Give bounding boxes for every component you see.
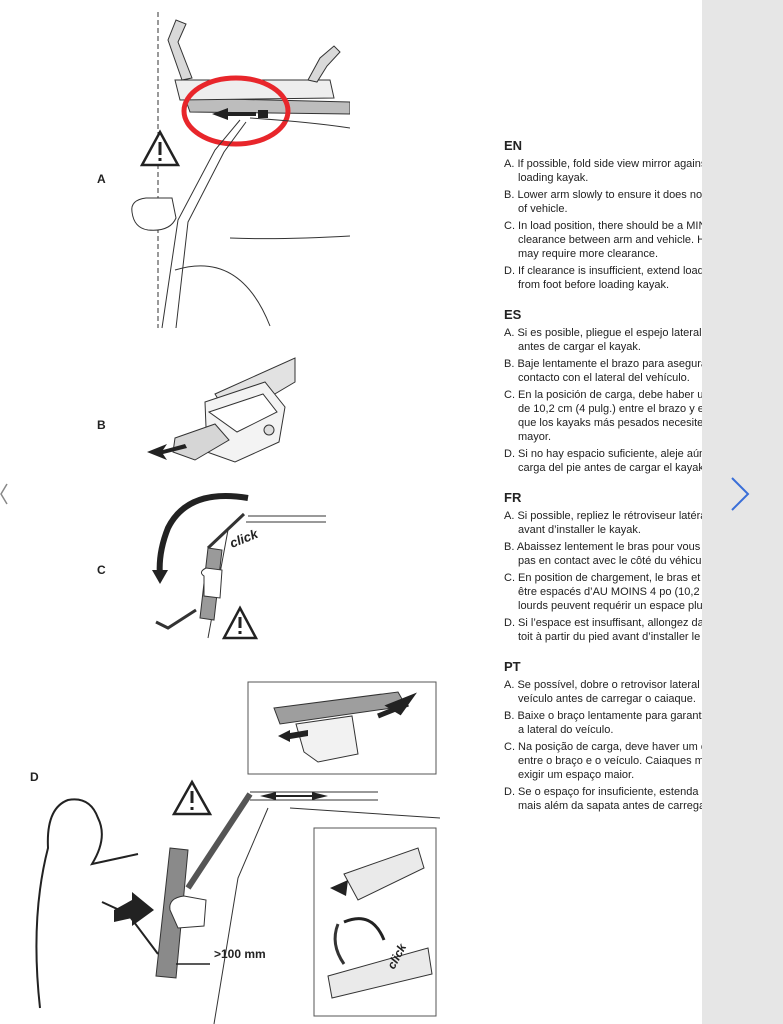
figure-c-label: C: [97, 563, 106, 577]
clearance-label: >100 mm: [214, 947, 266, 961]
instruction-item: A. Si es posible, pliegue el espejo late…: [504, 327, 745, 353]
instruction-item: D. If clearance is insufficient, extend …: [504, 265, 745, 291]
lang-block-fr: FR A. Si possible, repliez le rétroviseu…: [504, 490, 783, 647]
lang-code: ES: [504, 307, 522, 322]
instruction-item: A. Se possível, dobre o retrovisor later…: [504, 679, 746, 705]
instruction-item: C. En position de chargement, le bras et…: [504, 572, 747, 612]
next-page-arrow-icon[interactable]: [728, 474, 752, 514]
instruction-item: B. Baixe o braço lentamente para garanti…: [504, 710, 741, 736]
click-text-c: click: [228, 526, 261, 551]
instruction-item: B. Lower arm slowly to ensure it does no…: [504, 189, 741, 215]
instruction-item: D. Se o espaço for insuficiente, estenda…: [504, 786, 748, 812]
figure-d-label: D: [30, 770, 39, 784]
figure-a-label: A: [97, 172, 106, 186]
figure-c: click: [152, 493, 326, 640]
instruction-item: D. Si no hay espacio suficiente, aleje a…: [504, 448, 747, 474]
figure-d: >100 mm click: [35, 681, 440, 1024]
page-gutter: [702, 0, 783, 1024]
previous-page-arrow-icon[interactable]: [0, 474, 8, 514]
instructions-column: EN A. If possible, fold side view mirror…: [504, 0, 783, 1024]
instruction-item: A. If possible, fold side view mirror ag…: [504, 158, 741, 184]
lang-code: FR: [504, 490, 522, 505]
lang-code: PT: [504, 659, 521, 674]
figure-a: [131, 12, 350, 329]
instruction-item: C. Na posição de carga, deve haver um es…: [504, 741, 748, 781]
instruction-item: D. Si l’espace est insuffisant, allongez…: [504, 617, 743, 643]
lang-block-pt: PT A. Se possível, dobre o retrovisor la…: [504, 659, 783, 816]
lang-code: EN: [504, 138, 523, 153]
figure-b-label: B: [97, 418, 106, 432]
figure-b: [147, 357, 296, 463]
instruction-item: A. Si possible, repliez le rétroviseur l…: [504, 510, 743, 536]
instruction-item: B. Abaissez lentement le bras pour vous …: [504, 541, 741, 567]
instruction-item: B. Baje lentamente el brazo para asegura…: [504, 358, 747, 384]
